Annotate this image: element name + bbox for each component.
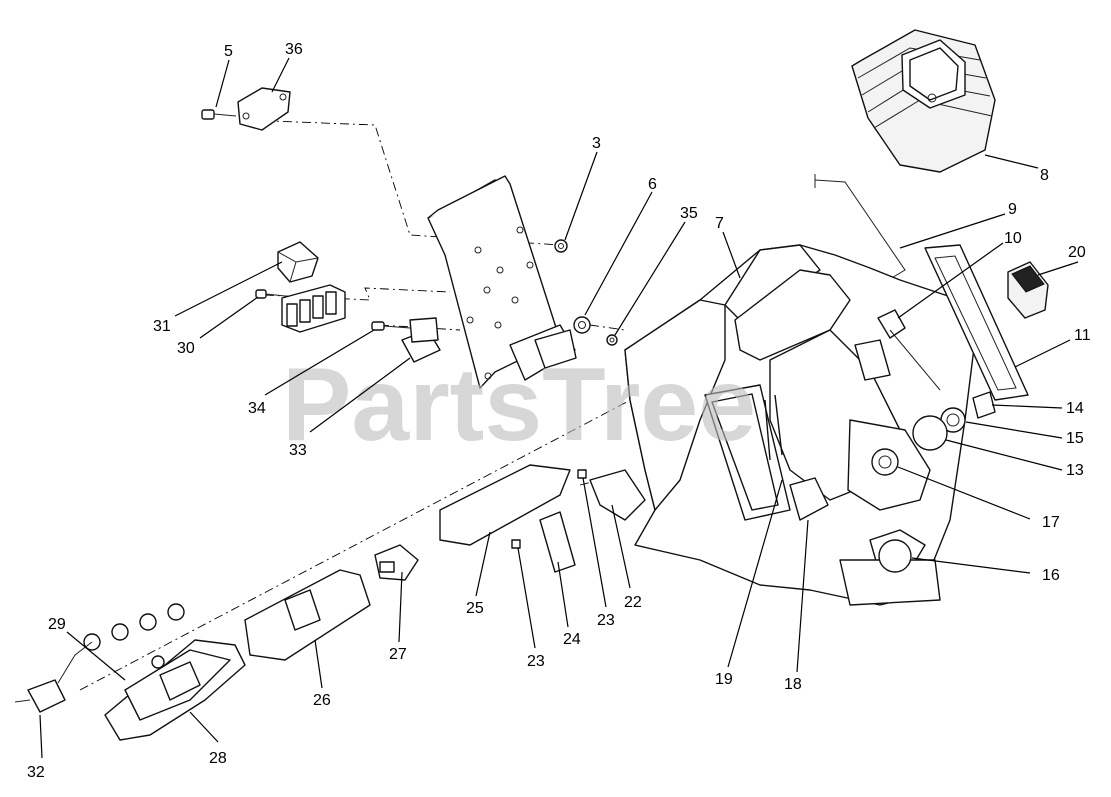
part-27-switch xyxy=(374,544,419,581)
part-34-screw xyxy=(371,321,411,331)
part-28-dash-panel xyxy=(104,639,246,741)
part-20-switch xyxy=(1007,261,1049,319)
part-29-lamps xyxy=(83,603,185,669)
part-5-screw xyxy=(201,109,237,120)
part-10-grommet xyxy=(877,309,941,391)
callout-23-lower: 23 xyxy=(527,653,545,670)
callout-31: 31 xyxy=(153,318,171,335)
callout-25: 25 xyxy=(466,600,484,617)
callout-23-upper: 23 xyxy=(597,612,615,629)
callout-33: 33 xyxy=(289,442,307,459)
callout-34: 34 xyxy=(248,400,266,417)
part-25-cover xyxy=(439,464,571,546)
callout-20: 20 xyxy=(1068,244,1086,261)
callout-28: 28 xyxy=(209,750,227,767)
part-14-switch xyxy=(972,391,996,419)
part-36-bracket xyxy=(237,87,291,131)
part-8-shift-boot xyxy=(851,29,996,173)
part-13-disc xyxy=(912,415,948,451)
mounting-plate xyxy=(427,175,577,389)
part-30-screw xyxy=(255,289,286,299)
callout-36: 36 xyxy=(285,41,303,58)
callout-27: 27 xyxy=(389,646,407,663)
callout-16: 16 xyxy=(1042,567,1060,584)
fuse-block xyxy=(281,284,346,333)
callout-35: 35 xyxy=(680,205,698,222)
callout-10: 10 xyxy=(1004,230,1022,247)
part-23-screw-lower xyxy=(511,539,521,549)
callout-30: 30 xyxy=(177,340,195,357)
callout-19: 19 xyxy=(715,671,733,688)
part-23-screw-upper xyxy=(577,469,587,479)
callout-14: 14 xyxy=(1066,400,1084,417)
callout-9: 9 xyxy=(1008,201,1017,218)
callout-11: 11 xyxy=(1074,327,1091,344)
callout-6: 6 xyxy=(648,176,657,193)
callout-24: 24 xyxy=(563,631,581,648)
part-11-bezel xyxy=(924,244,1029,401)
part-22-bracket xyxy=(589,469,646,521)
part-33-clip xyxy=(401,317,441,363)
callout-26: 26 xyxy=(313,692,331,709)
part-26-panel xyxy=(244,569,371,661)
callout-22: 22 xyxy=(624,594,642,611)
part-31-relay xyxy=(277,241,319,283)
callout-15: 15 xyxy=(1066,430,1084,447)
nut-35 xyxy=(606,334,618,346)
part-16-grommet xyxy=(878,539,912,573)
callout-leaders xyxy=(39,57,1079,759)
part-17-knob xyxy=(871,448,899,476)
callout-8: 8 xyxy=(1040,167,1049,184)
part-24-bracket xyxy=(539,511,576,573)
callout-labels: 5 36 3 6 35 7 8 9 10 20 11 14 15 13 17 1… xyxy=(27,41,1091,781)
watermark: PartsTree xyxy=(282,347,756,463)
callout-7: 7 xyxy=(715,215,724,232)
nut-3 xyxy=(554,239,568,253)
callout-17: 17 xyxy=(1042,514,1060,531)
callout-18: 18 xyxy=(784,676,802,693)
part-32-buzzer xyxy=(14,641,93,713)
callout-13: 13 xyxy=(1066,462,1084,479)
washer-6 xyxy=(573,316,591,334)
callout-3: 3 xyxy=(592,135,601,152)
callout-29: 29 xyxy=(48,616,66,633)
callout-5: 5 xyxy=(224,43,233,60)
callout-32: 32 xyxy=(27,764,45,781)
